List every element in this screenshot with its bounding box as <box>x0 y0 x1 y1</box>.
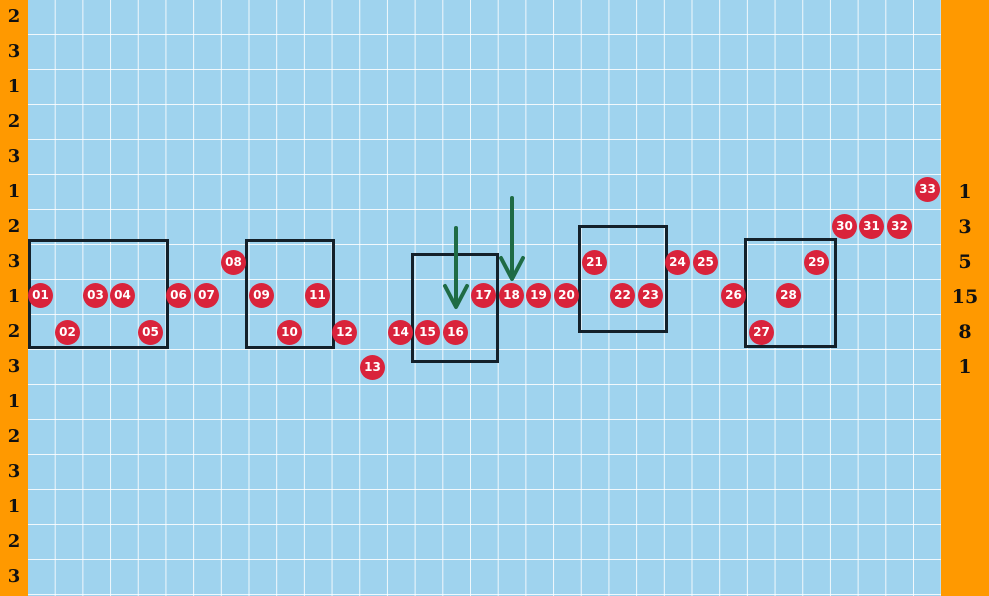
right-number: 3 <box>958 216 972 238</box>
left-number-column <box>0 0 28 596</box>
group-box <box>578 225 668 333</box>
ball: 28 <box>776 283 801 308</box>
ball: 21 <box>582 250 607 275</box>
ball: 18 <box>499 283 524 308</box>
ball: 06 <box>166 283 191 308</box>
ball: 13 <box>360 355 385 380</box>
left-number: 1 <box>7 496 21 517</box>
ball: 24 <box>665 250 690 275</box>
ball: 14 <box>388 320 413 345</box>
right-number: 5 <box>958 251 972 273</box>
left-number: 3 <box>7 251 21 272</box>
ball: 10 <box>277 320 302 345</box>
ball: 20 <box>554 283 579 308</box>
right-number: 1 <box>958 181 972 203</box>
left-number: 2 <box>7 321 21 342</box>
ball: 25 <box>693 250 718 275</box>
left-number: 3 <box>7 461 21 482</box>
left-number: 2 <box>7 6 21 27</box>
group-box <box>245 239 335 349</box>
ball: 27 <box>749 320 774 345</box>
left-number: 3 <box>7 566 21 587</box>
left-number: 3 <box>7 146 21 167</box>
right-number-column <box>941 0 989 596</box>
right-number: 1 <box>958 356 972 378</box>
ball: 08 <box>221 250 246 275</box>
ball: 16 <box>443 320 468 345</box>
left-number: 1 <box>7 286 21 307</box>
ball: 07 <box>194 283 219 308</box>
ball: 31 <box>859 214 884 239</box>
ball: 19 <box>526 283 551 308</box>
ball: 22 <box>610 283 635 308</box>
down-arrow-icon <box>499 196 525 281</box>
ball: 29 <box>804 250 829 275</box>
left-number: 2 <box>7 531 21 552</box>
ball: 02 <box>55 320 80 345</box>
ball: 01 <box>28 283 53 308</box>
left-number: 1 <box>7 76 21 97</box>
ball: 15 <box>415 320 440 345</box>
left-number: 2 <box>7 426 21 447</box>
ball: 04 <box>110 283 135 308</box>
ball: 23 <box>638 283 663 308</box>
right-number: 15 <box>951 286 979 308</box>
ball: 26 <box>721 283 746 308</box>
left-number: 2 <box>7 216 21 237</box>
ball: 17 <box>471 283 496 308</box>
ball: 12 <box>332 320 357 345</box>
ball: 32 <box>887 214 912 239</box>
ball: 30 <box>832 214 857 239</box>
ball: 09 <box>249 283 274 308</box>
ball: 03 <box>83 283 108 308</box>
left-number: 3 <box>7 356 21 377</box>
left-number: 2 <box>7 111 21 132</box>
left-number: 1 <box>7 181 21 202</box>
right-number: 8 <box>958 321 972 343</box>
left-number: 1 <box>7 391 21 412</box>
down-arrow-icon <box>443 226 469 309</box>
left-number: 3 <box>7 41 21 62</box>
ball: 05 <box>138 320 163 345</box>
ball: 11 <box>305 283 330 308</box>
ball: 33 <box>915 177 940 202</box>
